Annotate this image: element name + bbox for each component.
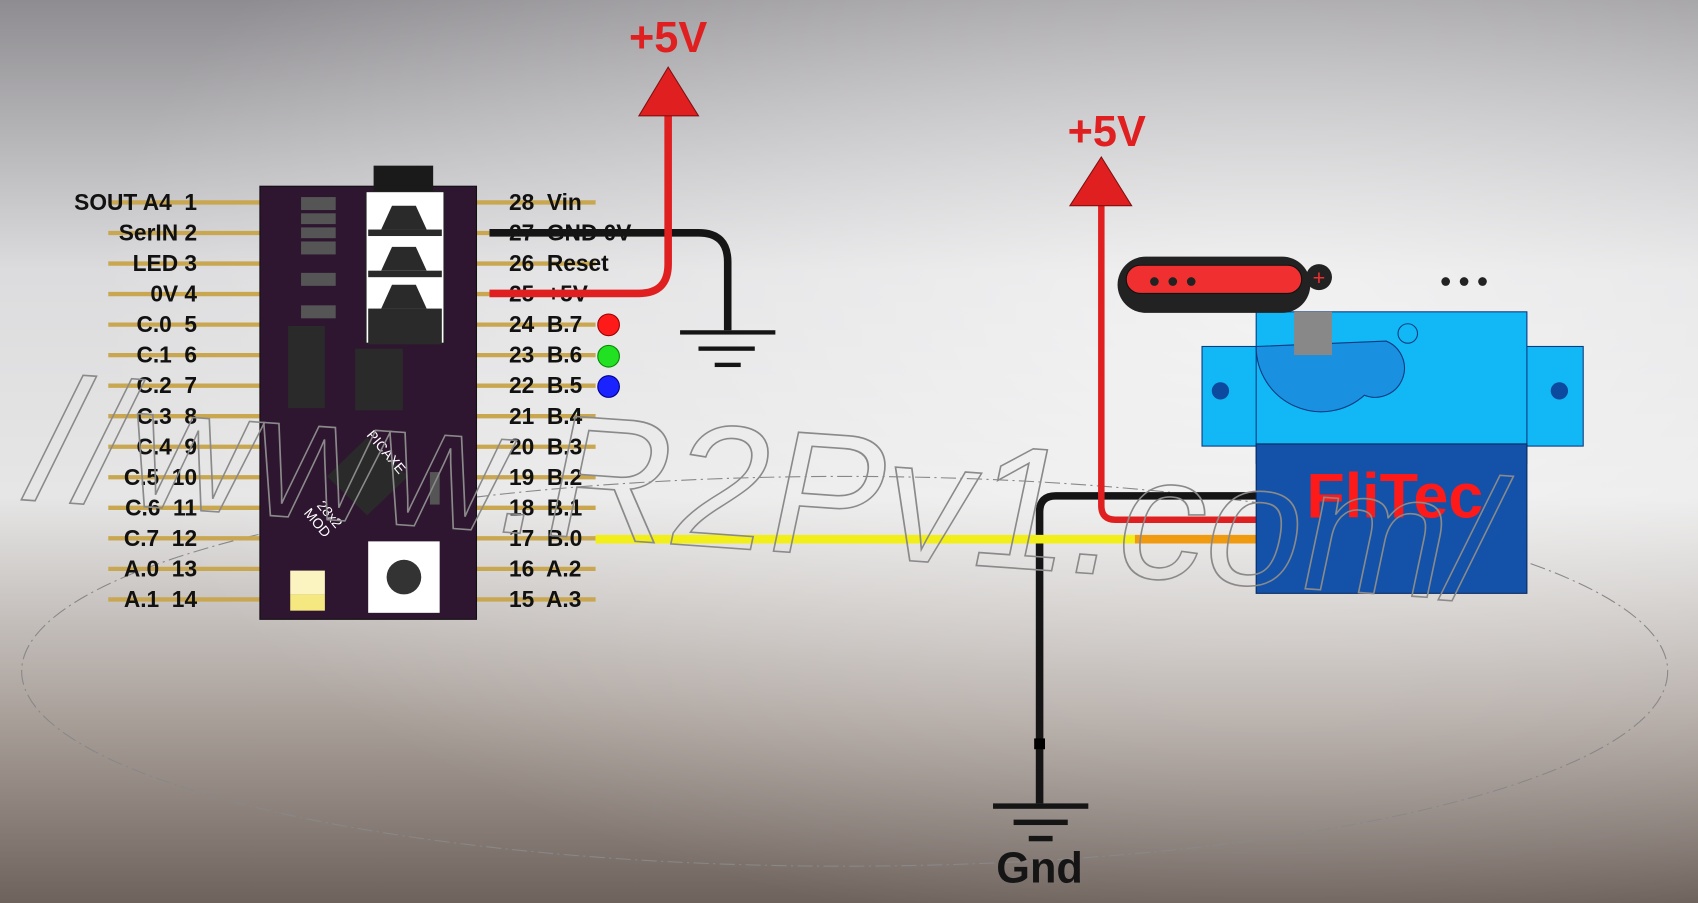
supply-label-1: +5V [629,14,707,62]
pin-label-left: C.6 11 [125,494,197,520]
power-arrow-icon-2 [1068,155,1133,207]
power-wire-servo [1098,205,1257,523]
ground-symbol-icon [680,330,776,368]
pin-label-right: 18 B.1 [509,494,582,520]
pin-label-left: A.0 13 [124,555,197,581]
led-green [597,344,620,368]
pin-label-right: 22 B.5 [509,372,582,398]
pin-label-right: 28 Vin [509,189,582,215]
servo-brand: FliTec [1306,462,1483,532]
pin-label-right: 26 Reset [509,250,609,276]
power-wire-board [489,113,672,298]
pin-label-left: A.1 14 [124,586,198,612]
pin-label-left: SerIN 2 [119,220,197,246]
pin-label-left: C.0 5 [136,311,197,337]
led-red [597,313,620,337]
svg-text:+: + [1313,265,1326,290]
ground-wire-board [489,228,732,331]
supply-label-2: +5V [1068,108,1146,156]
power-arrow-icon [637,66,700,117]
pin-label-right: 15 A.3 [509,586,581,612]
pin-label-right: 23 B.6 [509,342,582,368]
ground-wire-servo [1035,492,1257,804]
pin-label-left: C.4 9 [136,433,197,459]
pin-label-right: 21 B.4 [509,403,583,429]
pin-label-left: C.2 7 [136,372,197,398]
pin-label-right: 24 B.7 [509,311,582,337]
ground-symbol-icon-2 [993,803,1089,842]
picaxe-board: PICAXE 28x2 MOD [259,165,478,620]
pin-label-left: C.1 6 [136,342,197,368]
pin-label-right: 17 B.0 [509,525,582,551]
pin-label-right: 19 B.2 [509,464,582,490]
servo-motor: + FliTec [1117,256,1584,594]
pin-label-left: SOUT A4 1 [74,189,197,215]
led-blue [597,375,620,398]
pin-label-left: 0V 4 [150,281,197,307]
pin-label-left: C.7 12 [124,525,197,551]
pin-label-left: C.5 10 [124,464,197,490]
pin-label-right: 20 B.3 [509,433,582,459]
pin-label-right: 16 A.2 [509,555,581,581]
pin-label-left: C.3 8 [136,403,197,429]
ground-label: Gnd [996,844,1083,892]
pin-label-left: LED 3 [133,250,197,276]
construction-ellipse [21,475,1669,867]
